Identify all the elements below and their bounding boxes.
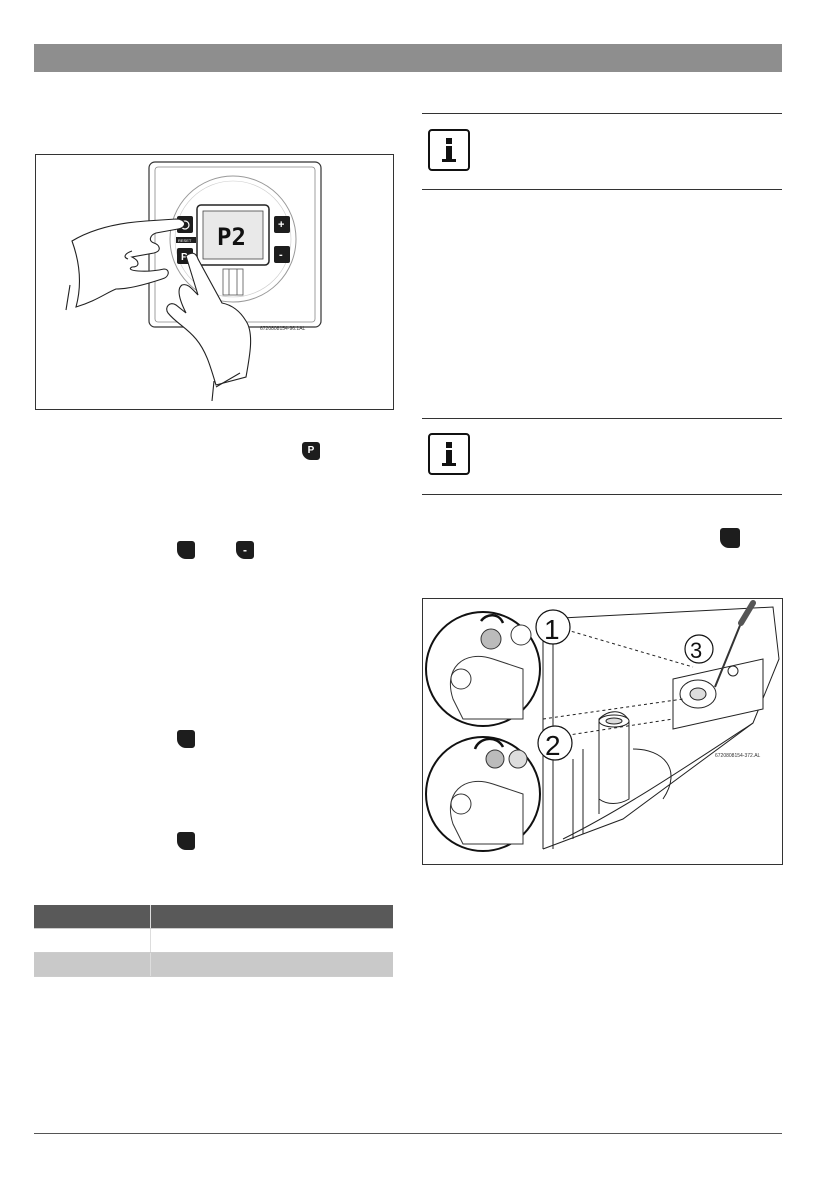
table-cell (34, 928, 151, 953)
plus-button[interactable] (274, 216, 290, 233)
control-panel-figure: P2 RESET P + - 6720808154-96.1AL (35, 154, 394, 410)
table-header-cell (150, 905, 393, 929)
table-header-cell (34, 905, 151, 929)
note-rule-top (422, 113, 782, 114)
reset-button[interactable] (176, 237, 196, 243)
header-bar (34, 44, 782, 72)
note-rule-bottom (422, 494, 782, 495)
key-icon (177, 730, 195, 748)
table-cell (150, 928, 393, 953)
rotate-arrow-icon (480, 614, 505, 624)
p-key-icon (177, 541, 195, 559)
right-hand-illustration (166, 252, 252, 402)
settings-table (34, 905, 393, 977)
figure2-caption: 6720808154-372.AL (715, 753, 761, 759)
display-readout: P2 (217, 223, 246, 251)
key-icon (720, 528, 740, 548)
note-rule-top (422, 418, 782, 419)
minus-key-icon: - (236, 541, 254, 559)
minus-button[interactable] (274, 246, 290, 263)
callout-2 (425, 736, 541, 852)
left-hand-illustration (65, 218, 186, 311)
screwdriver-icon (714, 622, 742, 688)
note-rule-bottom (422, 189, 782, 190)
callout-label-1: 1 (544, 614, 560, 645)
rotate-arrow-icon (473, 737, 505, 750)
plus-button-label: + (278, 219, 284, 231)
gas-valve-illustration: 1 2 3 (425, 600, 780, 852)
p-key-icon: P (302, 442, 320, 460)
table-cell (150, 952, 393, 977)
callout-1 (425, 611, 541, 727)
callout-label-2: 2 (545, 730, 561, 761)
key-icon (177, 832, 195, 850)
table-header-row (34, 905, 393, 929)
info-icon (428, 433, 470, 475)
table-row (34, 928, 393, 953)
info-icon (428, 129, 470, 171)
reset-label: RESET (178, 238, 192, 243)
p-button-label: P (181, 252, 188, 263)
table-row (34, 952, 393, 977)
callout-label-3: 3 (690, 638, 702, 663)
gas-valve-figure: 1 2 3 6720808154-372.AL (422, 598, 783, 865)
minus-button-label: - (279, 249, 283, 261)
control-panel-illustration: P2 RESET P + - (65, 161, 322, 402)
footer-rule (34, 1133, 782, 1134)
figure1-caption: 6720808154-96.1AL (260, 326, 306, 332)
table-cell (34, 952, 151, 977)
